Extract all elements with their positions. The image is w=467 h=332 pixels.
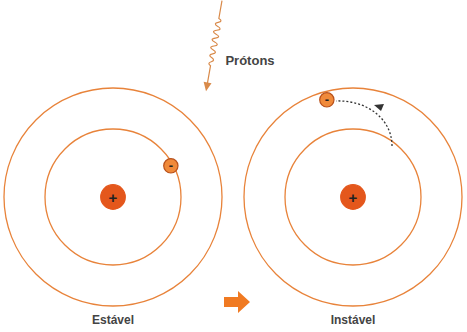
transition-arrow <box>224 291 250 313</box>
nucleus: + <box>340 184 366 210</box>
inner-orbit <box>285 129 421 265</box>
photon-label: Prótons <box>225 53 274 68</box>
photon-wave <box>202 0 226 92</box>
nucleus-charge: + <box>349 190 358 205</box>
electron-charge: - <box>325 93 329 106</box>
outer-orbit <box>4 88 222 306</box>
electron: - <box>319 92 335 108</box>
nucleus: + <box>100 184 126 210</box>
state-label: Instável <box>331 313 376 327</box>
transition-path <box>336 101 392 146</box>
arrow-head <box>374 104 384 111</box>
inner-orbit <box>45 129 181 265</box>
electron-charge: - <box>169 159 173 172</box>
electron: - <box>163 158 179 174</box>
nucleus-charge: + <box>109 190 118 205</box>
state-label: Estável <box>92 313 134 327</box>
outer-orbit <box>244 88 462 306</box>
